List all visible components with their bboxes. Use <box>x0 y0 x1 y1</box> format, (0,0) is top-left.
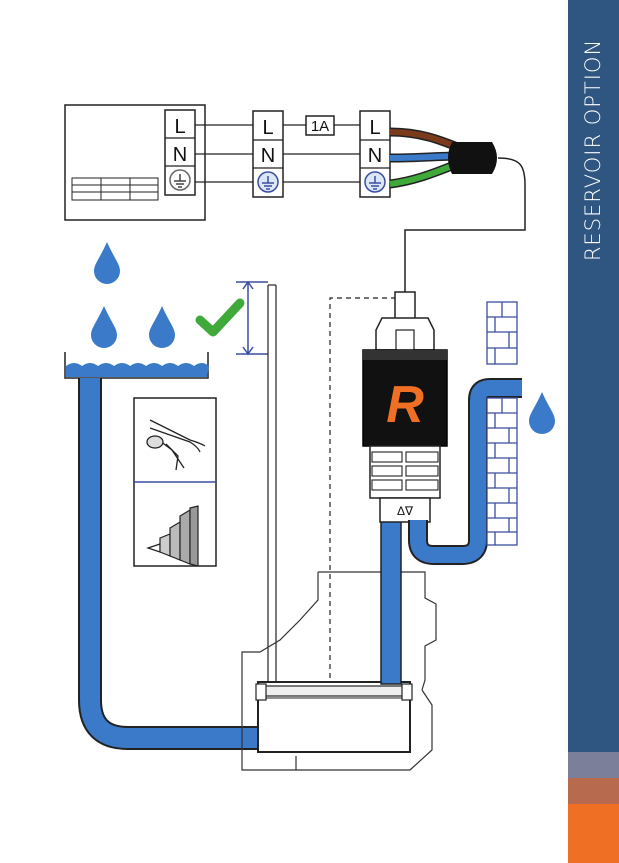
terminal-block-middle: L N <box>253 111 283 197</box>
earth-icon <box>258 172 278 192</box>
pump-unit: R Δ∇ <box>363 292 447 522</box>
standpipe <box>268 285 276 690</box>
sidebar-title: RESERVOIR OPTION <box>581 39 605 261</box>
color-swatch-gray <box>568 752 619 778</box>
water-drop-icon <box>529 392 555 434</box>
sidebar-banner: RESERVOIR OPTION <box>568 0 619 863</box>
source-tray <box>65 352 209 378</box>
control-panel: L N <box>65 105 205 220</box>
water-drop-icon <box>94 242 120 284</box>
terminal-l: L <box>262 117 273 139</box>
terminal-block-right: L N <box>360 111 390 197</box>
check-icon <box>200 303 240 332</box>
terminal-n: N <box>368 145 382 167</box>
flow-indicator: Δ∇ <box>397 504 414 518</box>
terminal-l: L <box>369 117 380 139</box>
reservoir-tank <box>256 682 412 752</box>
reservoir-option-diagram: L N L N 1 <box>0 0 568 863</box>
tool-instruction-card <box>134 398 216 566</box>
fuse-label: 1A <box>311 118 329 135</box>
panel-terminal-l: L <box>174 116 185 138</box>
mains-cable <box>390 132 525 292</box>
suction-pipe <box>381 520 401 684</box>
water-drop-icon <box>149 306 175 348</box>
water-drop-icon <box>91 306 117 348</box>
height-range-indicator <box>236 282 268 354</box>
cable-sheath <box>448 142 497 174</box>
brick-wall <box>487 302 517 545</box>
terminal-n: N <box>261 145 275 167</box>
fuse: 1A <box>306 116 334 135</box>
color-swatch-tan <box>568 778 619 804</box>
pump-logo: R <box>386 376 424 434</box>
panel-terminal-n: N <box>173 144 187 166</box>
color-swatch-orange <box>568 804 619 863</box>
earth-icon <box>365 172 385 192</box>
